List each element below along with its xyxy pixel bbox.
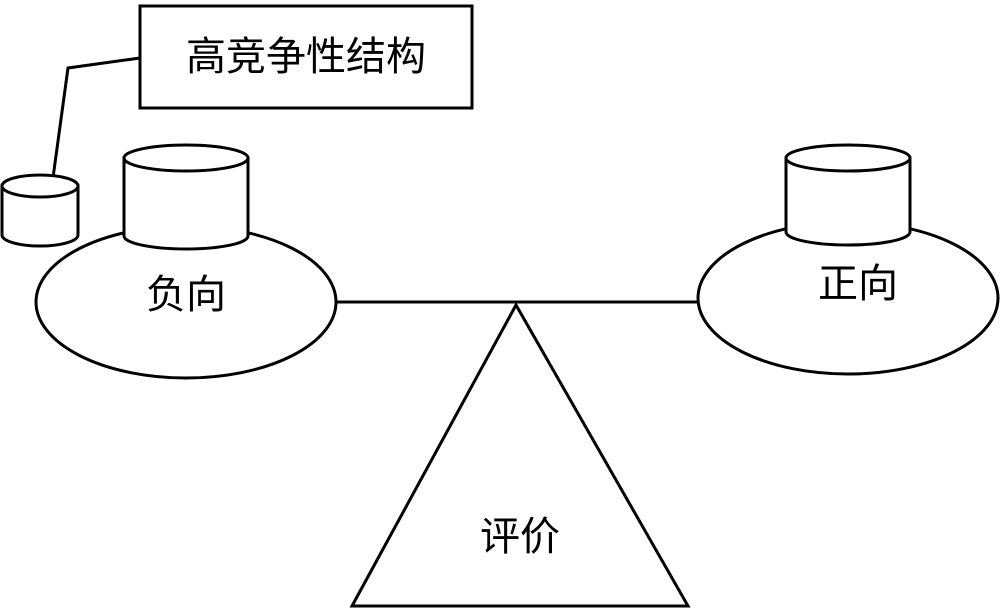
- callout-label: 高竞争性结构: [186, 34, 426, 80]
- left-pan-label: 负向: [146, 272, 226, 318]
- fulcrum-label: 评价: [480, 514, 560, 560]
- right-pan-label: 正向: [818, 261, 898, 307]
- right-weight-cylinder: [784, 143, 912, 247]
- small-weight-cylinder: [0, 173, 80, 248]
- callout-leader-line: [50, 56, 141, 186]
- callout-box: [138, 4, 474, 110]
- fulcrum-triangle: [349, 301, 691, 608]
- left-weight-cylinder: [122, 143, 250, 251]
